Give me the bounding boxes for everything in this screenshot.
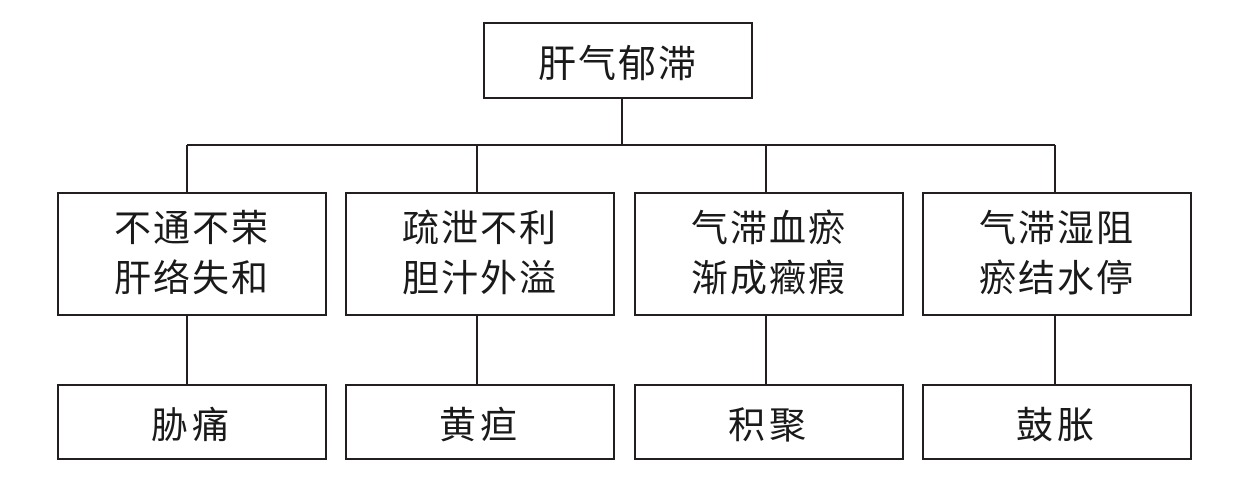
result-node-3: 积聚 [634, 384, 904, 460]
mechanism-node-1: 不通不荣 肝络失和 [57, 192, 327, 316]
result-node-3-label: 积聚 [728, 404, 810, 447]
result-node-1-label: 胁痛 [151, 404, 233, 447]
mechanism-node-4-line-2: 瘀结水停 [979, 257, 1135, 300]
mechanism-node-1-line-2: 肝络失和 [114, 257, 270, 300]
root-node-label: 肝气郁滞 [537, 42, 698, 86]
mechanism-node-3: 气滞血瘀 渐成癥瘕 [634, 192, 904, 316]
result-node-4-label: 鼓胀 [1016, 404, 1098, 447]
mechanism-node-3-line-2: 渐成癥瘕 [691, 257, 847, 300]
result-node-4: 鼓胀 [922, 384, 1192, 460]
result-node-2: 黄疸 [345, 384, 615, 460]
mechanism-node-3-line-1: 气滞血瘀 [691, 207, 847, 250]
result-node-1: 胁痛 [57, 384, 327, 460]
mechanism-node-4: 气滞湿阻 瘀结水停 [922, 192, 1192, 316]
mechanism-node-4-line-1: 气滞湿阻 [979, 207, 1135, 250]
mechanism-node-1-line-1: 不通不荣 [114, 207, 270, 250]
result-node-2-label: 黄疸 [439, 404, 521, 447]
mechanism-node-2-line-1: 疏泄不利 [402, 207, 558, 250]
mechanism-node-2-line-2: 胆汁外溢 [402, 257, 558, 300]
mechanism-node-2: 疏泄不利 胆汁外溢 [345, 192, 615, 316]
root-node: 肝气郁滞 [483, 22, 753, 99]
